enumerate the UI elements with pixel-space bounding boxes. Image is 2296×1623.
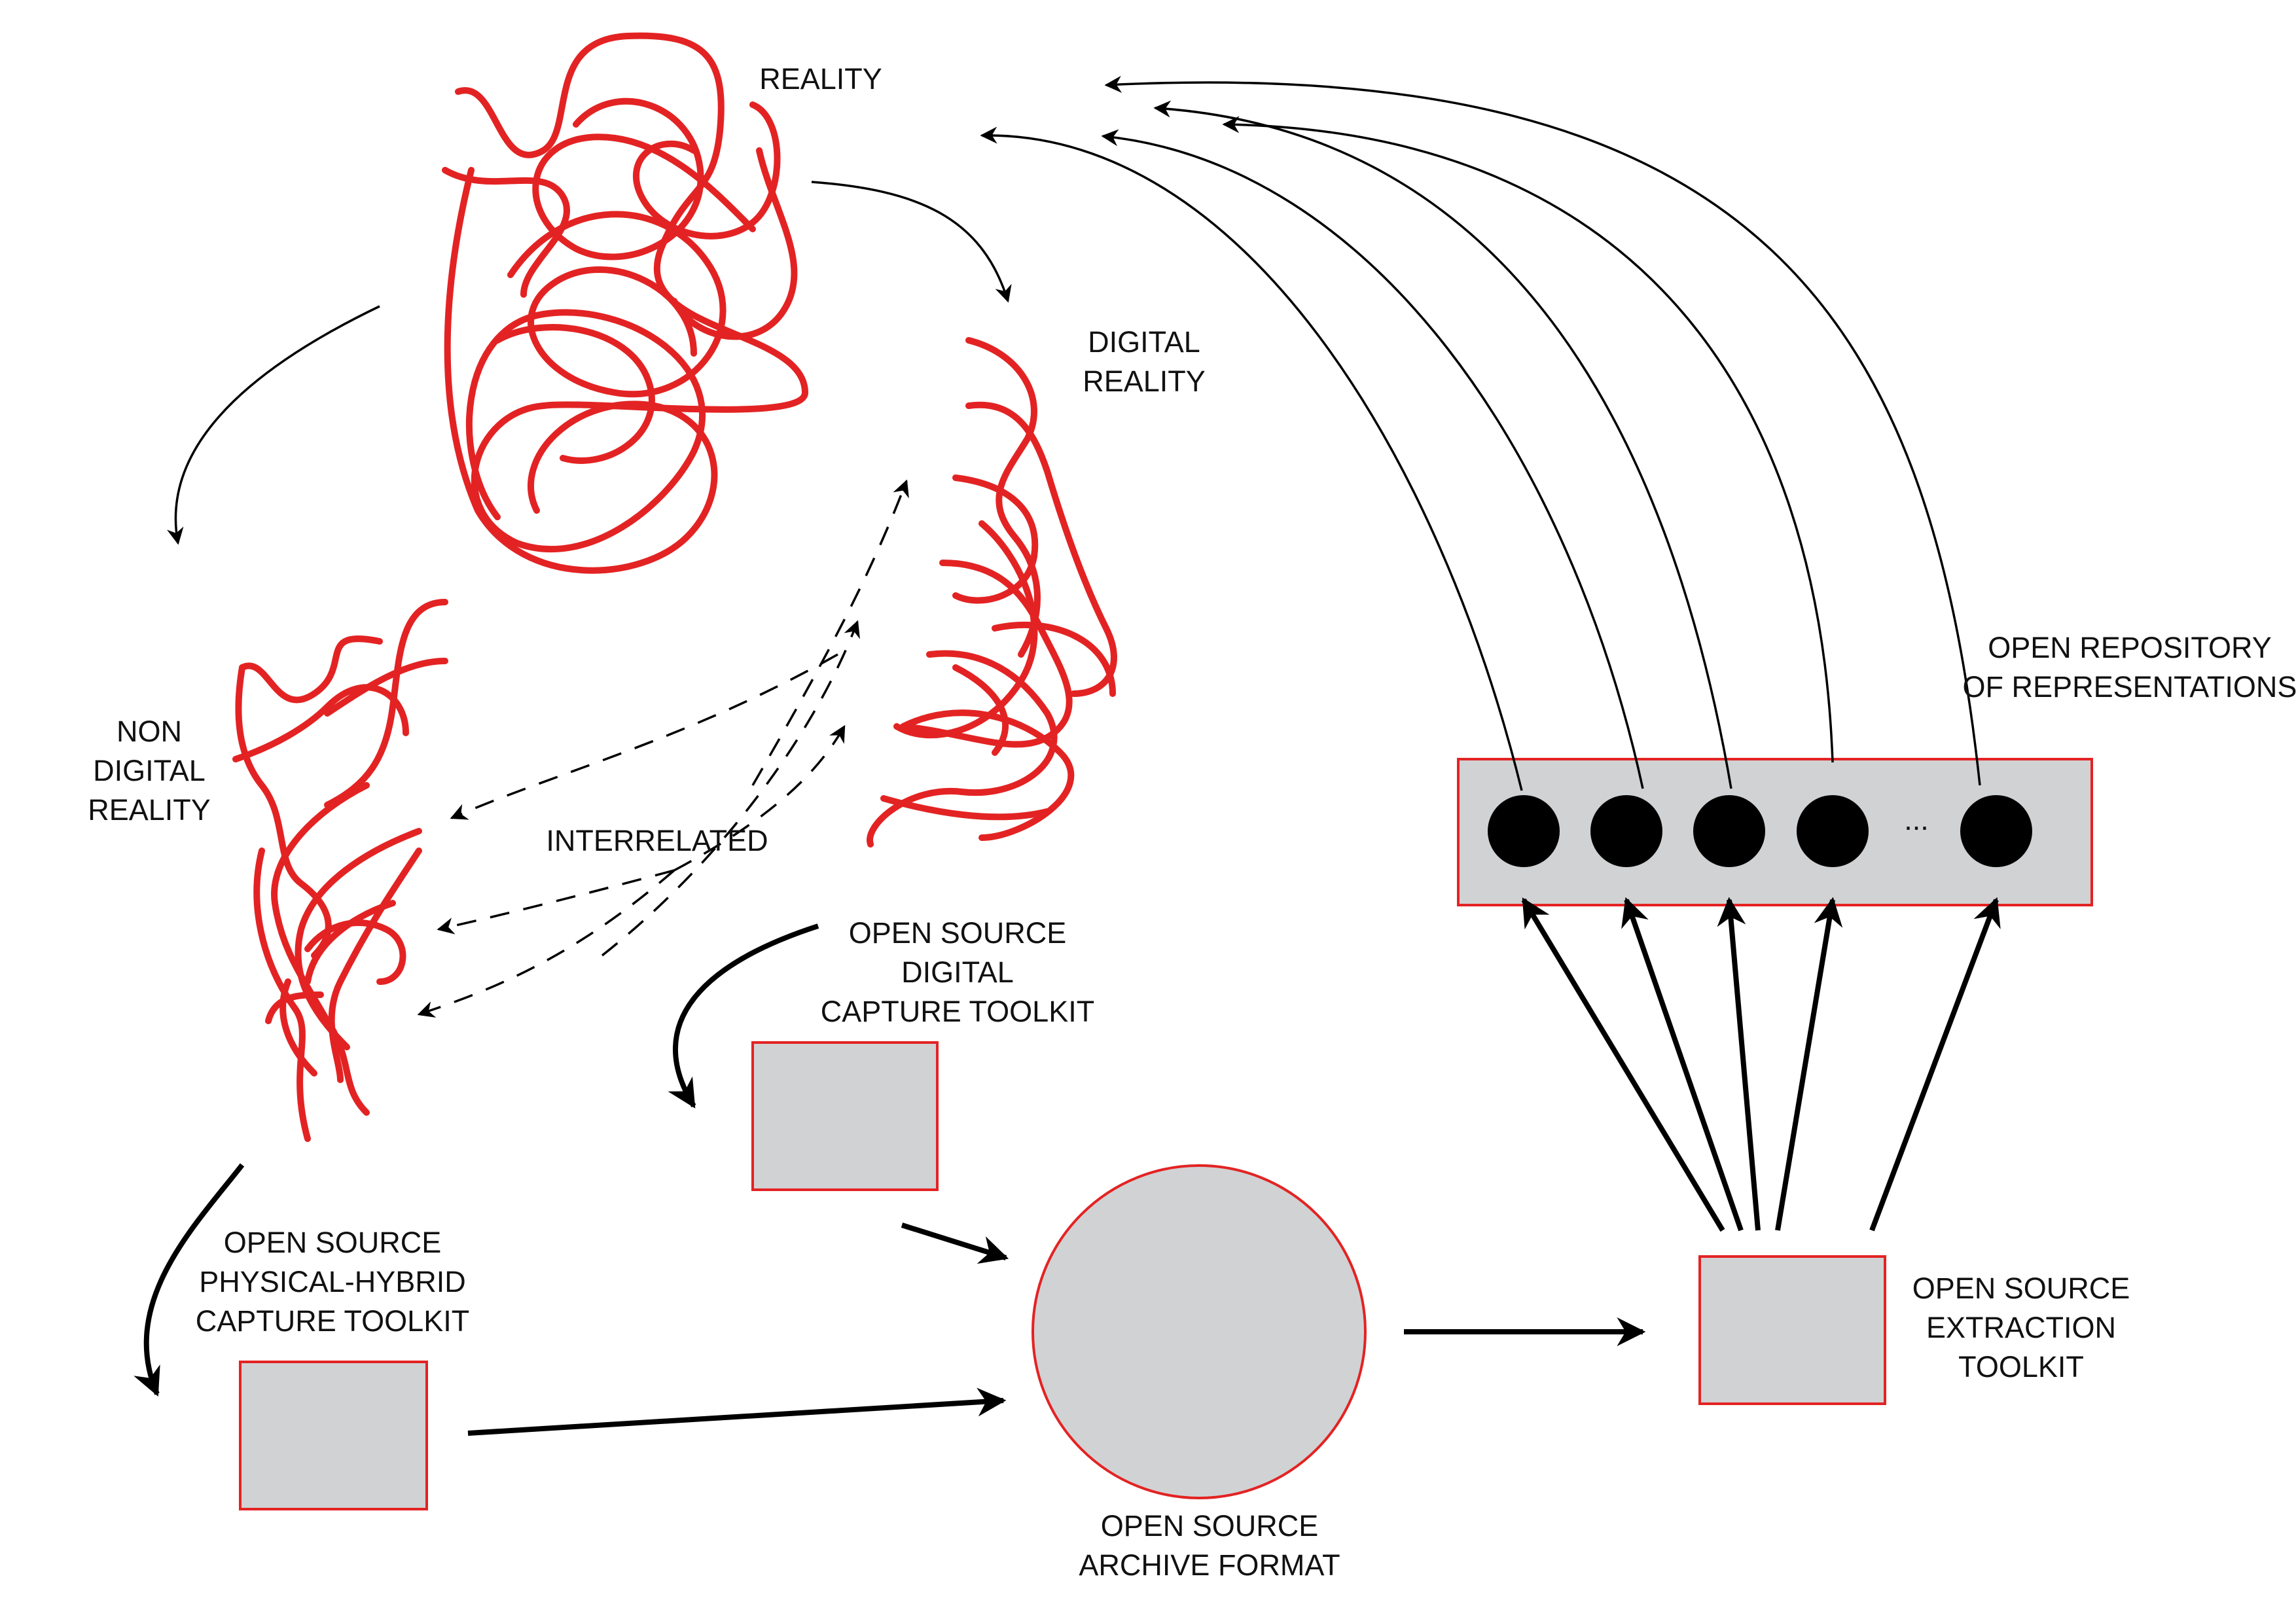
digital-capture-toolkit-box: [751, 1041, 939, 1191]
extraction-arrow: [1775, 897, 1843, 1231]
label-line: OPEN SOURCE: [224, 1226, 442, 1259]
digital-reality-scribble: [867, 337, 1117, 847]
extraction-arrow: [1521, 897, 1725, 1232]
label-line: OF REPRESENTATIONS: [1963, 670, 2296, 704]
repository-to-reality-arrows: [980, 75, 1981, 791]
label-repository: OPEN REPOSITORY OF REPRESENTATIONS: [1963, 631, 2296, 704]
arrow-reality-to-digital: [811, 181, 1012, 303]
label-line: DIGITAL: [1088, 325, 1200, 359]
label-archive-format: OPEN SOURCE ARCHIVE FORMAT: [1079, 1509, 1340, 1582]
reality-scribble: [442, 32, 808, 574]
representation-arrow: [1153, 100, 1732, 789]
repository-ellipsis: ...: [1904, 803, 1929, 836]
label-digital-toolkit: OPEN SOURCE DIGITAL CAPTURE TOOLKIT: [821, 916, 1094, 1028]
arrow-physical-toolkit-to-archive: [467, 1387, 1007, 1436]
repository-node: [1693, 795, 1765, 867]
label-physical-toolkit: OPEN SOURCE PHYSICAL-HYBRID CAPTURE TOOLKI…: [196, 1226, 469, 1338]
extraction-toolkit-box: [1698, 1255, 1886, 1405]
physical-hybrid-capture-toolkit-box: [239, 1361, 428, 1510]
interrelated-arrows: [417, 479, 909, 1018]
label-line: NON: [117, 715, 182, 748]
repository-nodes: [1488, 795, 2032, 867]
arrow-digital-toolkit-to-archive: [901, 1222, 1009, 1264]
label-line: ARCHIVE FORMAT: [1079, 1548, 1340, 1582]
extraction-to-repository-arrows: [1521, 897, 2001, 1232]
label-line: INTERRELATED: [546, 824, 768, 857]
label-line: OPEN SOURCE: [1101, 1509, 1319, 1543]
label-line: TOOLKIT: [1958, 1350, 2084, 1383]
archive-format-circle: [1031, 1164, 1367, 1499]
label-line: DIGITAL: [93, 754, 206, 787]
label-line: DIGITAL: [901, 955, 1014, 989]
label-line: REALITY: [88, 793, 211, 827]
non-digital-reality-scribble: [232, 599, 448, 1142]
repository-node: [1797, 795, 1869, 867]
label-line: CAPTURE TOOLKIT: [821, 995, 1094, 1028]
extraction-arrow: [1621, 897, 1744, 1232]
label-line: REALITY: [1083, 365, 1206, 398]
representation-arrow: [1104, 75, 1981, 786]
label-line: EXTRACTION: [1926, 1311, 2116, 1344]
arrow-reality-to-non-digital: [166, 305, 380, 545]
label-line: OPEN SOURCE: [849, 916, 1067, 950]
label-reality: REALITY: [759, 62, 882, 96]
extraction-arrow: [1717, 897, 1761, 1231]
label-line: OPEN SOURCE: [1912, 1272, 2130, 1305]
arrow-non-digital-to-physical-toolkit: [134, 1163, 245, 1397]
arrow-digital-to-digital-toolkit: [668, 923, 819, 1109]
repository-node: [1488, 795, 1560, 867]
repository-node: [1590, 795, 1662, 867]
label-line: CAPTURE TOOLKIT: [196, 1304, 469, 1338]
extraction-arrow: [1869, 897, 2001, 1232]
label-line: REALITY: [759, 62, 882, 96]
label-extraction-toolkit: OPEN SOURCE EXTRACTION TOOLKIT: [1912, 1272, 2130, 1383]
representation-arrow: [1222, 116, 1834, 763]
label-line: PHYSICAL-HYBRID: [199, 1265, 466, 1298]
label-line: OPEN REPOSITORY: [1988, 631, 2271, 664]
label-interrelated: INTERRELATED: [546, 824, 768, 857]
repository-node: [1960, 795, 2032, 867]
representation-arrow: [980, 126, 1523, 791]
label-non-digital-reality: NON DIGITAL REALITY: [88, 715, 211, 827]
representation-arrow: [1101, 129, 1644, 789]
label-digital-reality: DIGITAL REALITY: [1083, 325, 1206, 398]
